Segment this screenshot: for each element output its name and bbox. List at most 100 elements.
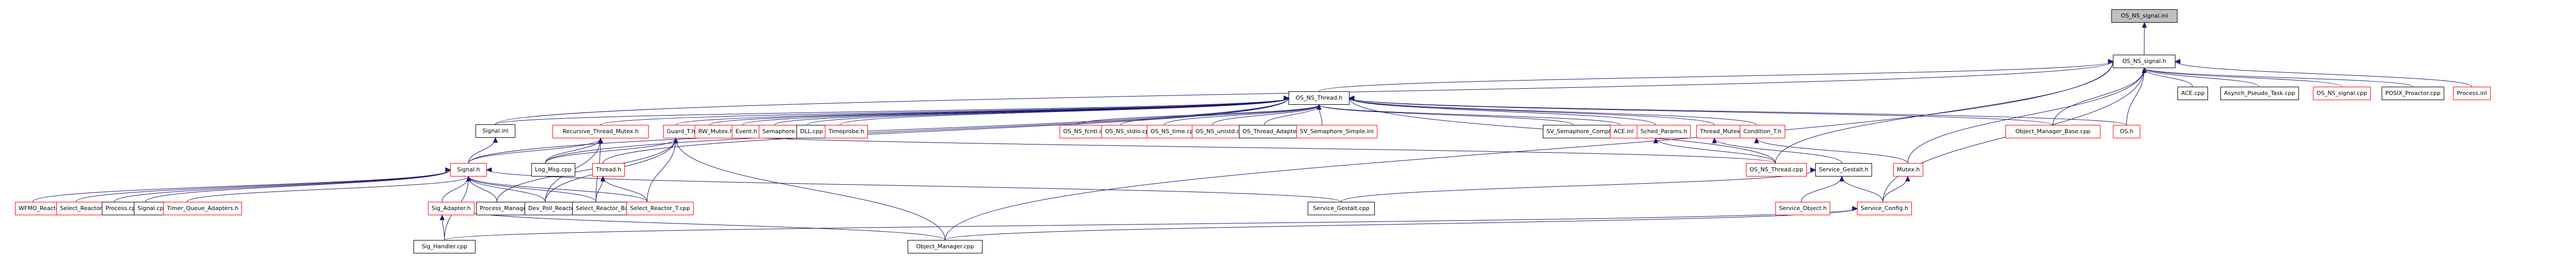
graph-edge — [468, 138, 601, 164]
graph-node-timer-queue-adapters-h[interactable]: Timer_Queue_Adapters.h — [163, 202, 242, 215]
graph-node-timeprobe-h[interactable]: Timeprobe.h — [825, 125, 868, 138]
graph-node-condition-t-h[interactable]: Condition_T.h — [1740, 125, 1785, 138]
graph-node-ace-cpp[interactable]: ACE.cpp — [2178, 87, 2209, 100]
graph-node-sig-adapter-h[interactable]: Sig_Adapter.h — [428, 202, 474, 215]
arrowhead-icon — [2108, 59, 2114, 64]
arrowhead-icon — [1905, 175, 1910, 182]
graph-node-sig-handler-cpp[interactable]: Sig_Handler.cpp — [413, 240, 476, 253]
graph-edge — [2126, 68, 2144, 125]
graph-edge — [774, 98, 1289, 125]
arrowhead-icon — [1653, 137, 1659, 143]
graph-edge — [545, 98, 1289, 164]
graph-edge — [2144, 68, 2413, 87]
graph-node-object-manager-base-cpp[interactable]: Object_Manager_Base.cpp — [2005, 125, 2100, 138]
arrowhead-icon — [673, 137, 679, 143]
graph-edge — [1349, 98, 2127, 125]
graph-node-event-h[interactable]: Event.h — [732, 125, 761, 138]
arrowhead-icon — [1316, 104, 1322, 110]
arrowhead-icon — [1283, 95, 1290, 101]
arrowhead-icon — [1852, 206, 1858, 211]
graph-node-recursive-thread-mutex-h[interactable]: Recursive_Thread_Mutex.h — [553, 125, 649, 138]
graph-node-os-ns-time-cpp[interactable]: OS_NS_time.cpp — [1147, 125, 1201, 138]
graph-edge — [1349, 98, 1656, 125]
graph-edge — [1349, 98, 2053, 125]
graph-node-os-h[interactable]: OS.h — [2113, 125, 2140, 138]
graph-node-os-ns-signal-h[interactable]: OS_NS_signal.h — [2113, 55, 2175, 68]
graph-edge — [2175, 61, 2472, 87]
graph-edge — [444, 208, 1858, 241]
graph-edge — [1341, 169, 1816, 202]
graph-edge — [32, 169, 451, 202]
graph-edge — [1842, 176, 1883, 202]
graph-node-semaphore-h[interactable]: Semaphore.h — [759, 125, 804, 138]
graph-node-signal-inl[interactable]: Signal.inl — [476, 124, 515, 138]
graph-node-asynch-pseudo-task-cpp[interactable]: Asynch_Pseudo_Task.cpp — [2220, 87, 2299, 100]
graph-edge — [2052, 68, 2144, 125]
graph-edge — [1756, 138, 1908, 164]
graph-edge — [1212, 104, 1320, 125]
arrowhead-icon — [2142, 22, 2147, 28]
graph-edge — [2144, 68, 2193, 87]
graph-node-dll-cpp[interactable]: DLL.cpp — [796, 125, 827, 138]
graph-edge — [2144, 68, 2342, 87]
graph-edge — [603, 98, 1289, 164]
graph-edge — [839, 98, 1289, 125]
graph-node-process-inl[interactable]: Process.inl — [2453, 87, 2491, 100]
graph-node-sv-semaphore-simple-inl[interactable]: SV_Semaphore_Simple.inl — [1296, 125, 1377, 138]
graph-node-guard-t-h[interactable]: Guard_T.h — [663, 125, 699, 138]
graph-node-ace-inl[interactable]: ACE.inl — [1610, 125, 1637, 138]
graph-node-service-gestalt-cpp[interactable]: Service_Gestalt.cpp — [1308, 202, 1375, 215]
graph-edge — [1775, 61, 2113, 164]
arrowhead-icon — [1348, 95, 1355, 101]
graph-edge — [468, 98, 1289, 164]
graph-edge — [497, 138, 676, 202]
arrowhead-icon — [1839, 175, 1845, 182]
graph-edge — [709, 98, 1289, 125]
graph-node-posix-proactor-cpp[interactable]: POSIX_Proactor.cpp — [2382, 87, 2444, 100]
graph-node-object-manager-cpp[interactable]: Object_Manager.cpp — [908, 240, 983, 253]
graph-node-sched-params-h[interactable]: Sched_Params.h — [1637, 125, 1691, 138]
graph-node-rw-mutex-h[interactable]: RW_Mutex.h — [695, 125, 737, 138]
graph-edge — [600, 98, 1289, 125]
graph-edge — [2144, 68, 2259, 87]
graph-node-signal-h[interactable]: Signal.h — [450, 163, 487, 177]
graph-node-service-gestalt-h[interactable]: Service_Gestalt.h — [1815, 163, 1873, 177]
graph-edge — [1655, 138, 1776, 164]
graph-edge — [114, 169, 451, 202]
graph-edge — [495, 98, 1289, 125]
graph-node-service-object-h[interactable]: Service_Object.h — [1775, 202, 1831, 215]
graph-edge — [1264, 104, 1320, 125]
arrowhead-icon — [1810, 167, 1816, 172]
graph-node-os-ns-signal-inl: OS_NS_signal.inl — [2111, 9, 2178, 23]
graph-edge — [545, 138, 676, 164]
graph-edge — [676, 138, 945, 241]
graph-edge — [945, 208, 1858, 241]
graph-edge — [647, 138, 676, 202]
graph-edge — [1907, 68, 2144, 164]
graph-node-thread-h[interactable]: Thread.h — [592, 163, 625, 177]
graph-edge — [145, 169, 451, 202]
graph-edge — [1318, 104, 1621, 125]
arrowhead-icon — [2141, 67, 2147, 73]
arrowhead-icon — [598, 137, 603, 143]
arrowhead-icon — [1754, 137, 1759, 143]
arrowhead-icon — [439, 214, 445, 220]
arrowhead-icon — [1712, 137, 1717, 143]
arrowhead-icon — [445, 167, 451, 172]
arrowhead-icon — [486, 167, 492, 172]
graph-node-service-config-h[interactable]: Service_Config.h — [1857, 202, 1912, 215]
graph-edge — [1349, 98, 1757, 125]
graph-edge — [1318, 104, 1573, 125]
graph-edge — [1349, 98, 1715, 125]
graph-edge — [1714, 138, 1842, 164]
arrowhead-icon — [2174, 59, 2181, 64]
graph-node-select-reactor-t-cpp[interactable]: Select_Reactor_T.cpp — [626, 202, 694, 215]
graph-edge — [945, 61, 2113, 241]
graph-edge — [75, 169, 451, 202]
graph-node-os-ns-signal-cpp[interactable]: OS_NS_signal.cpp — [2313, 87, 2371, 100]
graph-node-mutex-h[interactable]: Mutex.h — [1893, 163, 1924, 177]
graph-node-os-ns-thread-cpp[interactable]: OS_NS_Thread.cpp — [1746, 163, 1807, 177]
arrowhead-icon — [466, 175, 471, 182]
graph-node-os-ns-thread-h[interactable]: OS_NS_Thread.h — [1289, 91, 1350, 105]
graph-node-log-msg-cpp[interactable]: Log_Msg.cpp — [531, 163, 575, 177]
